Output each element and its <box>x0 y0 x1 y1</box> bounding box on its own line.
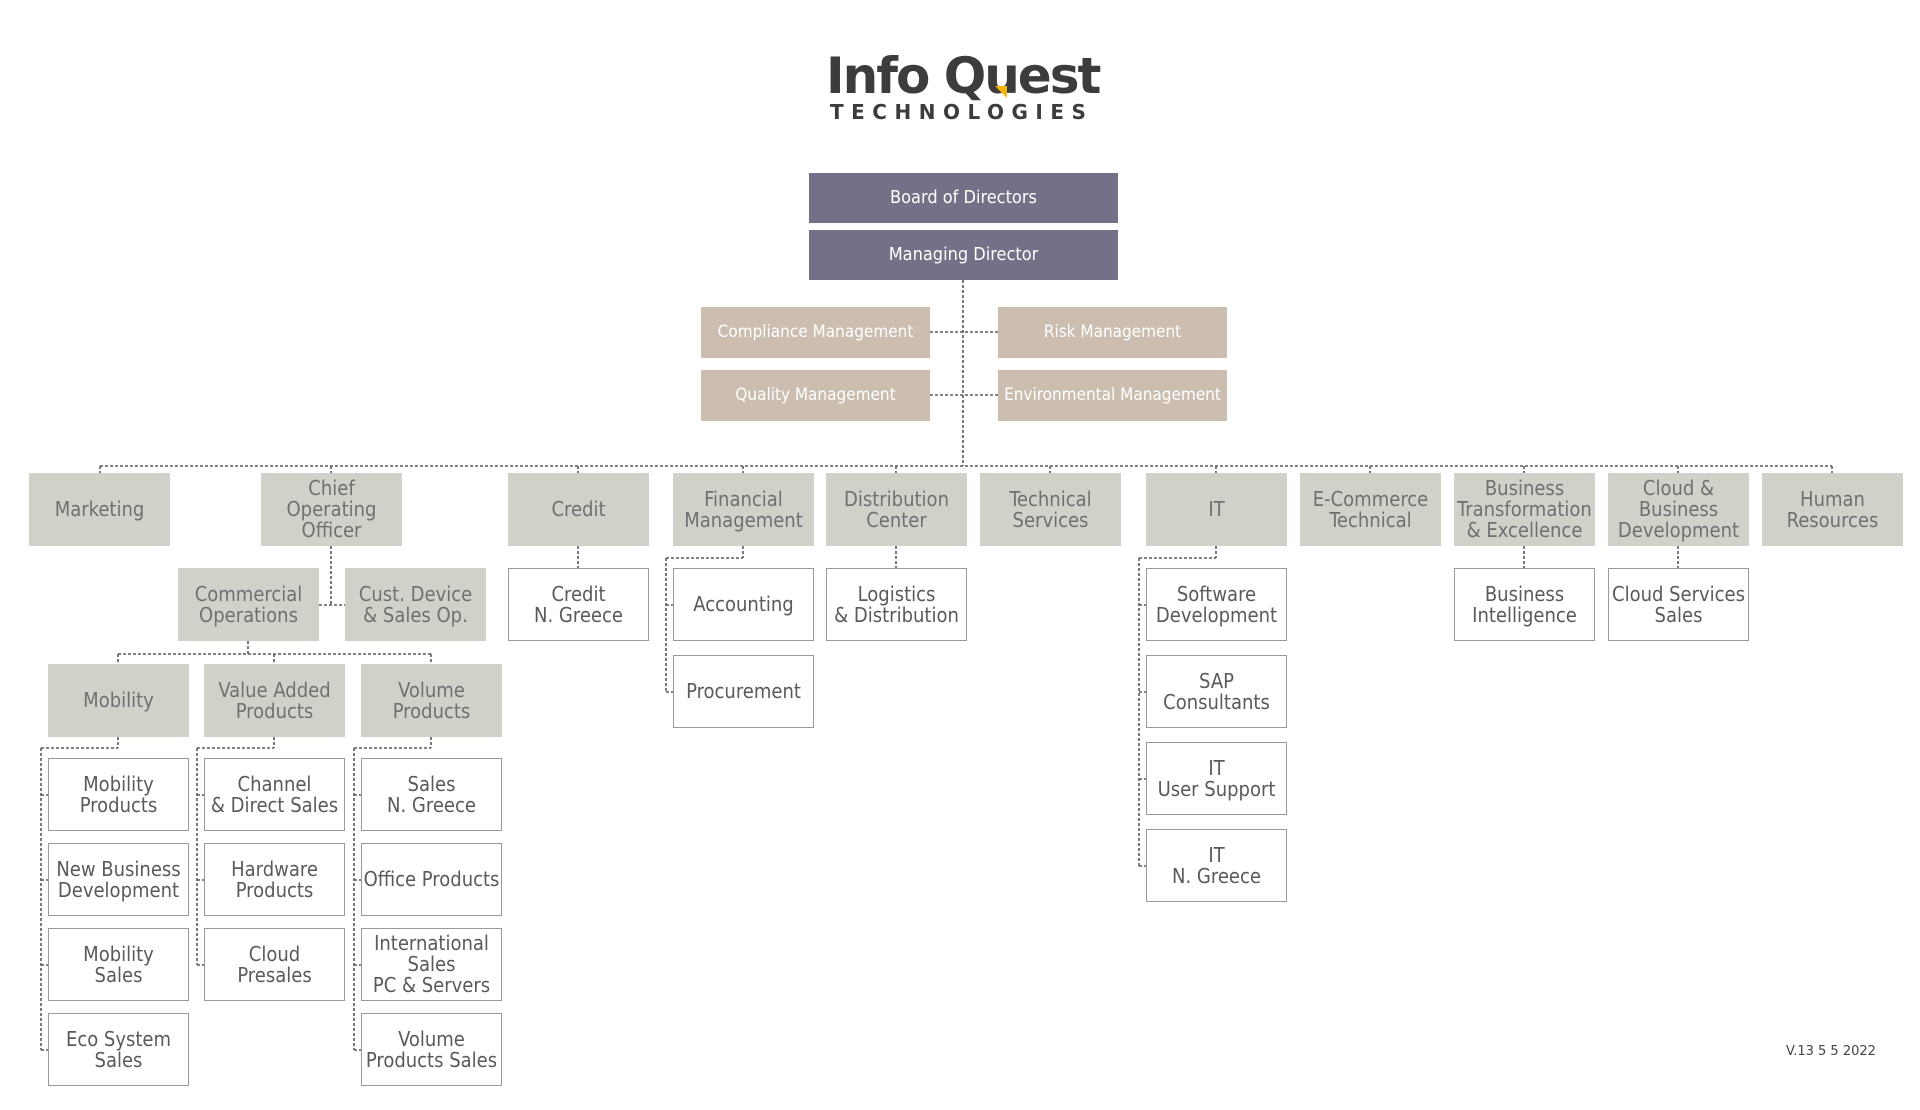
cloud-business-development-box: Cloud & Business Development <box>1608 473 1749 546</box>
logistics-distribution-box: Logistics & Distribution <box>826 568 967 641</box>
logo-name: Info Quest <box>826 47 1101 105</box>
commercial-operations-box: Commercial Operations <box>178 568 319 641</box>
company-logo: Info Quest TECHNOLOGIES <box>820 47 1101 124</box>
accounting-box: Accounting <box>673 568 814 641</box>
logo-accent-icon <box>995 86 1007 98</box>
risk-management-box: Risk Management <box>998 307 1227 358</box>
new-business-development-box: New Business Development <box>48 843 189 916</box>
it-box: IT <box>1146 473 1287 546</box>
mobility-products-box: Mobility Products <box>48 758 189 831</box>
it-n-greece-box: IT N. Greece <box>1146 829 1287 902</box>
cust-device-sales-op-box: Cust. Device & Sales Op. <box>345 568 486 641</box>
office-products-box: Office Products <box>361 843 502 916</box>
coo-box: Chief Operating Officer <box>261 473 402 546</box>
international-sales-box: International Sales PC & Servers <box>361 928 502 1001</box>
mobility-box: Mobility <box>48 664 189 737</box>
credit-box: Credit <box>508 473 649 546</box>
managing-director-box: Managing Director <box>809 230 1118 280</box>
business-transformation-box: Business Transformation & Excellence <box>1454 473 1595 546</box>
volume-products-sales-box: Volume Products Sales <box>361 1013 502 1086</box>
volume-products-box: Volume Products <box>361 664 502 737</box>
version-label: V.13 5 5 2022 <box>1786 1044 1876 1059</box>
cloud-presales-box: Cloud Presales <box>204 928 345 1001</box>
logo-tagline: TECHNOLOGIES <box>830 100 1094 124</box>
quality-management-box: Quality Management <box>701 370 930 421</box>
business-intelligence-box: Business Intelligence <box>1454 568 1595 641</box>
human-resources-box: Human Resources <box>1762 473 1903 546</box>
sales-n-greece-box: Sales N. Greece <box>361 758 502 831</box>
value-added-products-box: Value Added Products <box>204 664 345 737</box>
board-of-directors-box: Board of Directors <box>809 173 1118 223</box>
credit-n-greece-box: Credit N. Greece <box>508 568 649 641</box>
hardware-products-box: Hardware Products <box>204 843 345 916</box>
financial-management-box: Financial Management <box>673 473 814 546</box>
technical-services-box: Technical Services <box>980 473 1121 546</box>
sap-consultants-box: SAP Consultants <box>1146 655 1287 728</box>
compliance-management-box: Compliance Management <box>701 307 930 358</box>
it-user-support-box: IT User Support <box>1146 742 1287 815</box>
procurement-box: Procurement <box>673 655 814 728</box>
marketing-box: Marketing <box>29 473 170 546</box>
mobility-sales-box: Mobility Sales <box>48 928 189 1001</box>
channel-direct-sales-box: Channel & Direct Sales <box>204 758 345 831</box>
software-development-box: Software Development <box>1146 568 1287 641</box>
ecommerce-technical-box: E-Commerce Technical <box>1300 473 1441 546</box>
eco-system-sales-box: Eco System Sales <box>48 1013 189 1086</box>
cloud-services-sales-box: Cloud Services Sales <box>1608 568 1749 641</box>
environmental-management-box: Environmental Management <box>998 370 1227 421</box>
distribution-center-box: Distribution Center <box>826 473 967 546</box>
